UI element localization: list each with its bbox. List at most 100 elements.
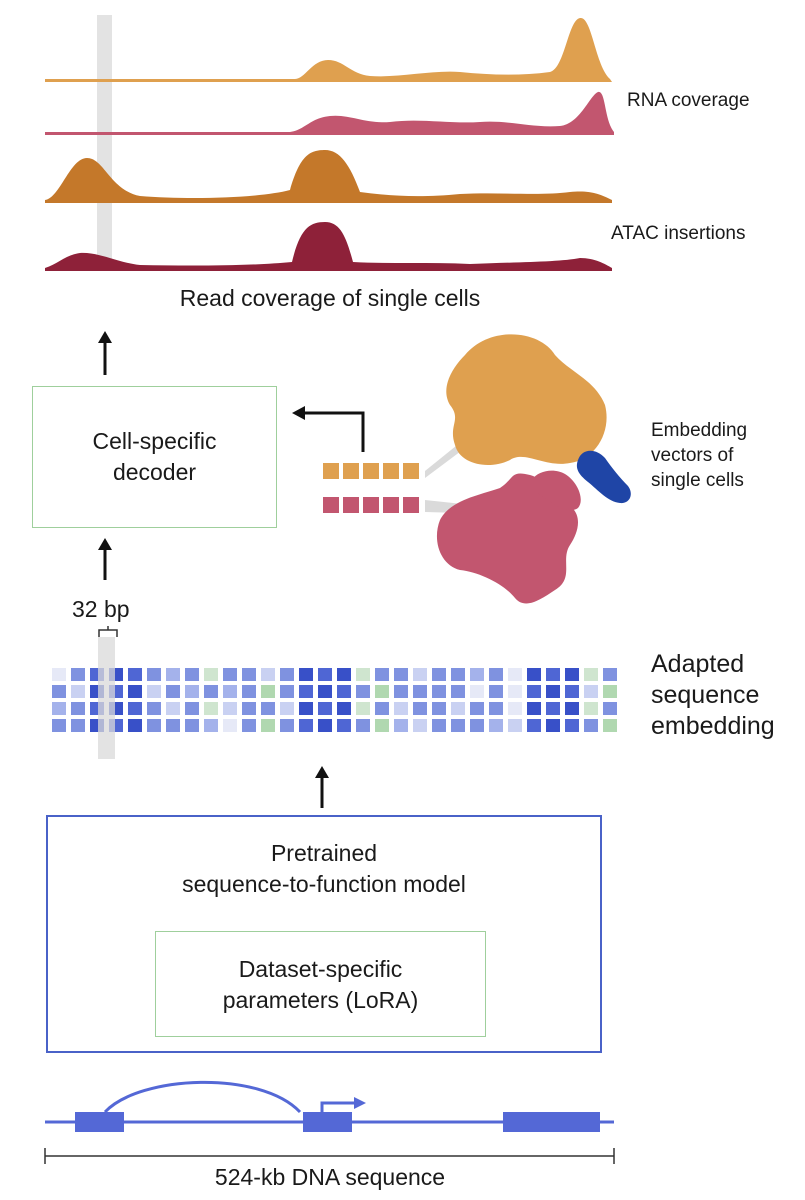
- embedding-cell: [223, 685, 237, 698]
- embedding-cell: [375, 702, 389, 715]
- up-arrow-icon: [315, 766, 329, 808]
- embedding-cell: [166, 702, 180, 715]
- cell-cluster-pink-small: [531, 470, 581, 511]
- embedding-cell: [318, 668, 332, 681]
- embedding-cell: [204, 668, 218, 681]
- rna-track-1: [45, 17, 612, 82]
- adapted-embedding-label-line2: sequence: [651, 681, 760, 709]
- embedding-cell: [451, 668, 465, 681]
- embedding-cell: [185, 668, 199, 681]
- decoder-label-line1: Cell-specific: [92, 428, 217, 454]
- embedding-cell: [375, 685, 389, 698]
- dna-sequence-label: 524-kb DNA sequence: [214, 1164, 446, 1190]
- embedding-cell: [546, 702, 560, 715]
- embedding-cell: [52, 668, 66, 681]
- embedding-cell: [318, 719, 332, 732]
- embedding-cell: [337, 668, 351, 681]
- embedding-cell: [318, 702, 332, 715]
- embedding-cell: [52, 685, 66, 698]
- embedding-cell: [356, 685, 370, 698]
- embedding-cell: [280, 668, 294, 681]
- cell-cluster-blue: [576, 450, 631, 504]
- embedding-cell: [166, 719, 180, 732]
- embedding-cell: [128, 702, 142, 715]
- embedding-cell: [584, 702, 598, 715]
- highlight-band-embedding: [98, 637, 115, 759]
- embedding-cell: [261, 685, 275, 698]
- embedding-cell: [394, 702, 408, 715]
- embedding-cell: [166, 685, 180, 698]
- embedding-cell: [204, 685, 218, 698]
- embedding-cell: [185, 702, 199, 715]
- embedding-cell: [432, 668, 446, 681]
- embedding-cell: [432, 719, 446, 732]
- embedding-cell: [185, 685, 199, 698]
- embedding-cell: [52, 719, 66, 732]
- embedding-cell: [508, 668, 522, 681]
- embedding-cell: [147, 719, 161, 732]
- embedding-cell: [356, 719, 370, 732]
- embedding-cell: [280, 719, 294, 732]
- adapted-embedding-label-line3: embedding: [651, 712, 775, 740]
- embedding-cell: [394, 668, 408, 681]
- embedding-cell: [375, 668, 389, 681]
- sequence-embedding-grid: [52, 668, 617, 732]
- embedding-vectors-label-line2: vectors of: [651, 445, 734, 466]
- embedding-cell: [299, 702, 313, 715]
- embedding-cell: [280, 702, 294, 715]
- embedding-cell: [546, 719, 560, 732]
- atac-track-1: [45, 150, 612, 203]
- embedding-cell: [128, 668, 142, 681]
- embedding-cell: [565, 702, 579, 715]
- embedding-cell: [489, 668, 503, 681]
- embedding-cell: [223, 702, 237, 715]
- embedding-cell: [223, 719, 237, 732]
- bin-size-label: 32 bp: [72, 596, 130, 622]
- lora-box: [155, 931, 486, 1037]
- embedding-cell: [565, 719, 579, 732]
- embedding-cell: [166, 668, 180, 681]
- model-label-line2: sequence-to-function model: [182, 871, 466, 897]
- embedding-vectors-label-line3: single cells: [651, 470, 744, 491]
- embedding-cell: [242, 685, 256, 698]
- gene-model: [45, 1080, 614, 1132]
- cell-cluster-orange: [446, 334, 607, 465]
- rna-track-2: [45, 91, 614, 135]
- embedding-cell: [242, 719, 256, 732]
- embedding-cell: [356, 702, 370, 715]
- embedding-cell: [261, 719, 275, 732]
- embedding-cell: [394, 719, 408, 732]
- embedding-vectors-label-line1: Embedding: [651, 420, 748, 441]
- atac-track-2: [45, 222, 612, 271]
- embedding-cell: [527, 668, 541, 681]
- atac-insertions-label: ATAC insertions: [611, 223, 746, 244]
- embedding-cell: [280, 685, 294, 698]
- embedding-cell: [565, 668, 579, 681]
- embedding-cell: [508, 685, 522, 698]
- embedding-cell: [508, 702, 522, 715]
- up-arrow-icon: [98, 538, 112, 580]
- embedding-cell: [508, 719, 522, 732]
- embedding-cell: [527, 719, 541, 732]
- adapted-embedding-label-line1: Adapted: [651, 650, 745, 678]
- embedding-cell: [147, 668, 161, 681]
- embedding-cell: [71, 668, 85, 681]
- up-arrow-icon: [98, 331, 112, 375]
- embedding-cell: [432, 685, 446, 698]
- embedding-cell: [584, 685, 598, 698]
- embedding-cell: [147, 702, 161, 715]
- embedding-cell: [432, 702, 446, 715]
- lora-label-line1: Dataset-specific: [238, 956, 403, 982]
- embedding-cell: [337, 719, 351, 732]
- highlight-band-top: [97, 15, 112, 270]
- embedding-cell: [451, 685, 465, 698]
- embedding-cell: [261, 702, 275, 715]
- embedding-cell: [603, 685, 617, 698]
- embedding-cell: [204, 719, 218, 732]
- rna-coverage-label: RNA coverage: [627, 90, 750, 111]
- cell-cluster-pink: [436, 473, 579, 604]
- embedding-cell: [261, 668, 275, 681]
- embedding-cell: [299, 685, 313, 698]
- decoder-box: [32, 386, 277, 528]
- embedding-cell: [242, 702, 256, 715]
